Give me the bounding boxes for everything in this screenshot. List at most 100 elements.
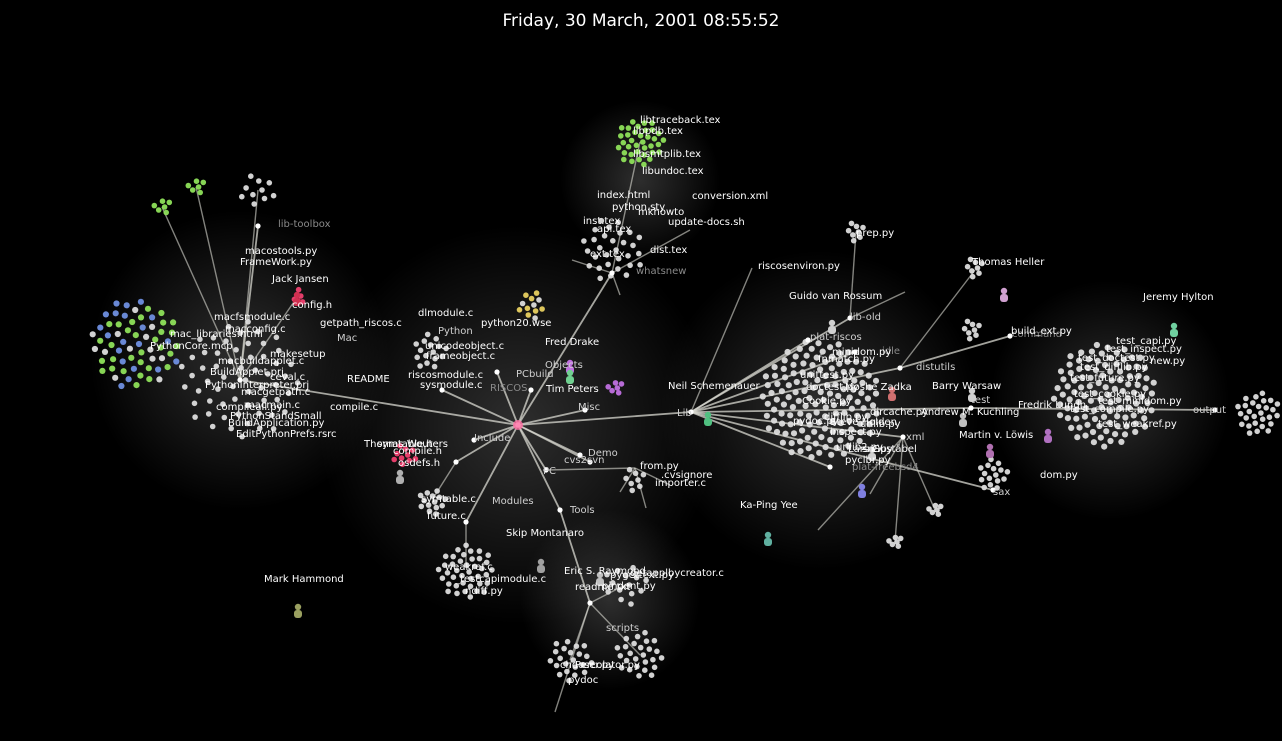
file-node [929,509,936,516]
file-node [255,328,261,335]
file-node [477,580,483,587]
file-node [660,137,667,143]
file-node [1121,431,1129,438]
file-label: inspect.py [830,427,882,438]
label-layer: ModulesObjectsPythonPCbuildMiscDemoTools… [150,115,1226,686]
file-node [606,224,612,230]
file-node [466,569,472,575]
directory-node [1007,333,1013,339]
user-avatar-icon[interactable] [1170,322,1178,337]
file-label: ext.tex [590,249,625,260]
file-node [597,275,603,282]
user-avatar-icon[interactable] [566,369,574,384]
file-node [1120,356,1127,363]
file-node [617,653,624,659]
user-avatar-icon[interactable] [888,386,896,401]
file-node [856,437,863,445]
file-label: ceval.c [270,372,305,383]
file-node [1101,443,1108,450]
file-node [201,349,208,356]
user-avatar-icon[interactable] [294,603,302,618]
file-node [855,229,862,235]
user-avatar-icon[interactable] [1000,287,1008,302]
user-avatar-icon[interactable] [959,412,967,427]
file-node [149,355,156,362]
file-node [567,649,574,656]
file-node [1258,410,1264,416]
file-node [144,305,152,312]
user-avatar-icon[interactable] [293,291,301,306]
user-avatar-icon[interactable] [858,483,866,498]
user-avatar-icon[interactable] [764,531,772,546]
directory-label: sax [993,487,1010,498]
file-node [1268,421,1274,427]
file-node [1085,356,1092,363]
user-avatar-icon[interactable] [1044,428,1052,443]
directory-label: PCbuild [516,369,554,380]
file-node [1092,367,1100,374]
file-label: getapplbycreator.c [630,568,724,579]
file-node [612,380,619,386]
file-label: dist.tex [650,245,687,256]
file-node [626,582,632,588]
user-avatar-icon[interactable] [537,558,545,573]
user-avatar-icon[interactable] [828,319,836,334]
file-node [270,192,277,199]
user-name-label: Tim Peters [545,384,599,395]
file-node [439,353,446,360]
tree-edge [195,186,241,381]
file-node [840,386,847,393]
file-node [872,377,880,384]
file-node [995,460,1002,467]
tree-edge [690,267,753,413]
file-label: dlmodule.c [418,308,473,319]
file-node [108,341,115,349]
file-node [1075,398,1082,406]
directory-node [543,467,549,473]
user-avatar-icon[interactable] [396,469,404,484]
tree-edge [517,424,547,471]
directory-label: scripts [606,623,639,634]
file-node [651,664,658,671]
file-node [255,178,262,184]
file-node [425,502,432,508]
file-node [467,548,474,554]
file-node [113,300,120,307]
user-avatar-icon[interactable] [868,446,876,461]
file-node [282,373,289,380]
file-node [634,663,640,670]
file-node [759,393,766,400]
file-node [553,640,560,647]
file-node [592,226,598,233]
file-node [98,357,106,364]
file-node [221,374,227,380]
file-node [160,319,167,326]
file-node [601,233,608,239]
file-node [101,348,109,355]
file-node [1260,398,1267,404]
tree-edge [690,411,994,491]
file-node [637,262,643,268]
file-label: macfsmodule.c [214,312,290,323]
file-node [629,487,635,494]
file-node [431,499,438,505]
user-avatar-icon[interactable] [596,571,604,586]
file-node [1091,390,1098,397]
tree-edge [161,206,241,381]
file-node [1133,400,1140,407]
file-node [436,494,443,501]
file-node [246,388,252,395]
file-node [1094,357,1101,364]
file-node [796,419,803,426]
user-avatar-icon[interactable] [968,387,976,402]
file-node [654,648,660,655]
user-avatar-icon[interactable] [986,443,994,458]
directory-node [587,600,593,606]
file-node [864,395,872,402]
file-node [572,664,579,670]
file-node [163,209,169,216]
file-node [191,400,198,407]
user-avatar-icon[interactable] [704,411,712,426]
file-node [651,637,658,644]
